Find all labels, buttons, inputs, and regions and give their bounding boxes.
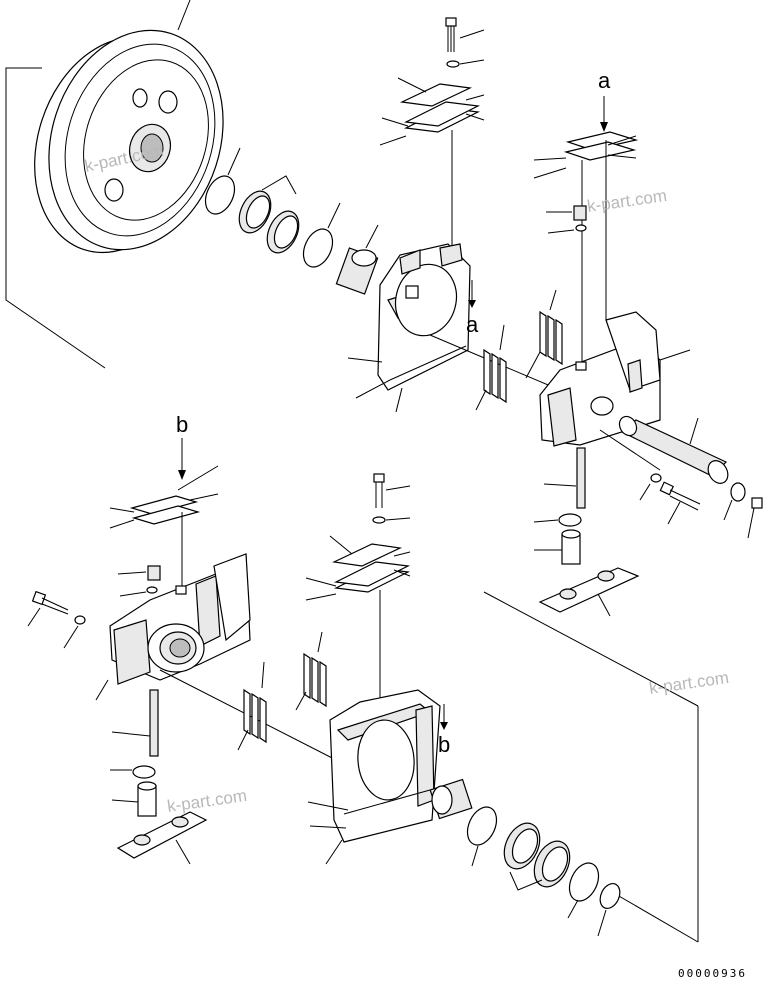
upper-bracket <box>347 17 561 413</box>
view-label-b-mid: b <box>438 732 450 757</box>
watermark-4: k-part.com <box>166 786 248 816</box>
frame-leaders <box>483 591 699 943</box>
upper-seal-rings <box>204 147 379 295</box>
left-yoke <box>27 465 341 865</box>
view-label-a-top: a <box>598 68 611 93</box>
watermark-2: k-part.com <box>586 186 668 216</box>
view-label-a-mid: a <box>466 312 479 337</box>
lower-bracket <box>305 473 448 865</box>
drawing-code: 00000936 <box>678 967 747 980</box>
lower-clips <box>237 631 327 751</box>
idler-wheel <box>5 0 224 369</box>
lower-seal-rings <box>429 778 621 937</box>
view-label-b-top: b <box>176 412 188 437</box>
upper-clips <box>475 289 563 411</box>
watermark-3: k-part.com <box>648 668 730 698</box>
view-arrows <box>178 96 608 480</box>
right-yoke <box>533 131 763 617</box>
